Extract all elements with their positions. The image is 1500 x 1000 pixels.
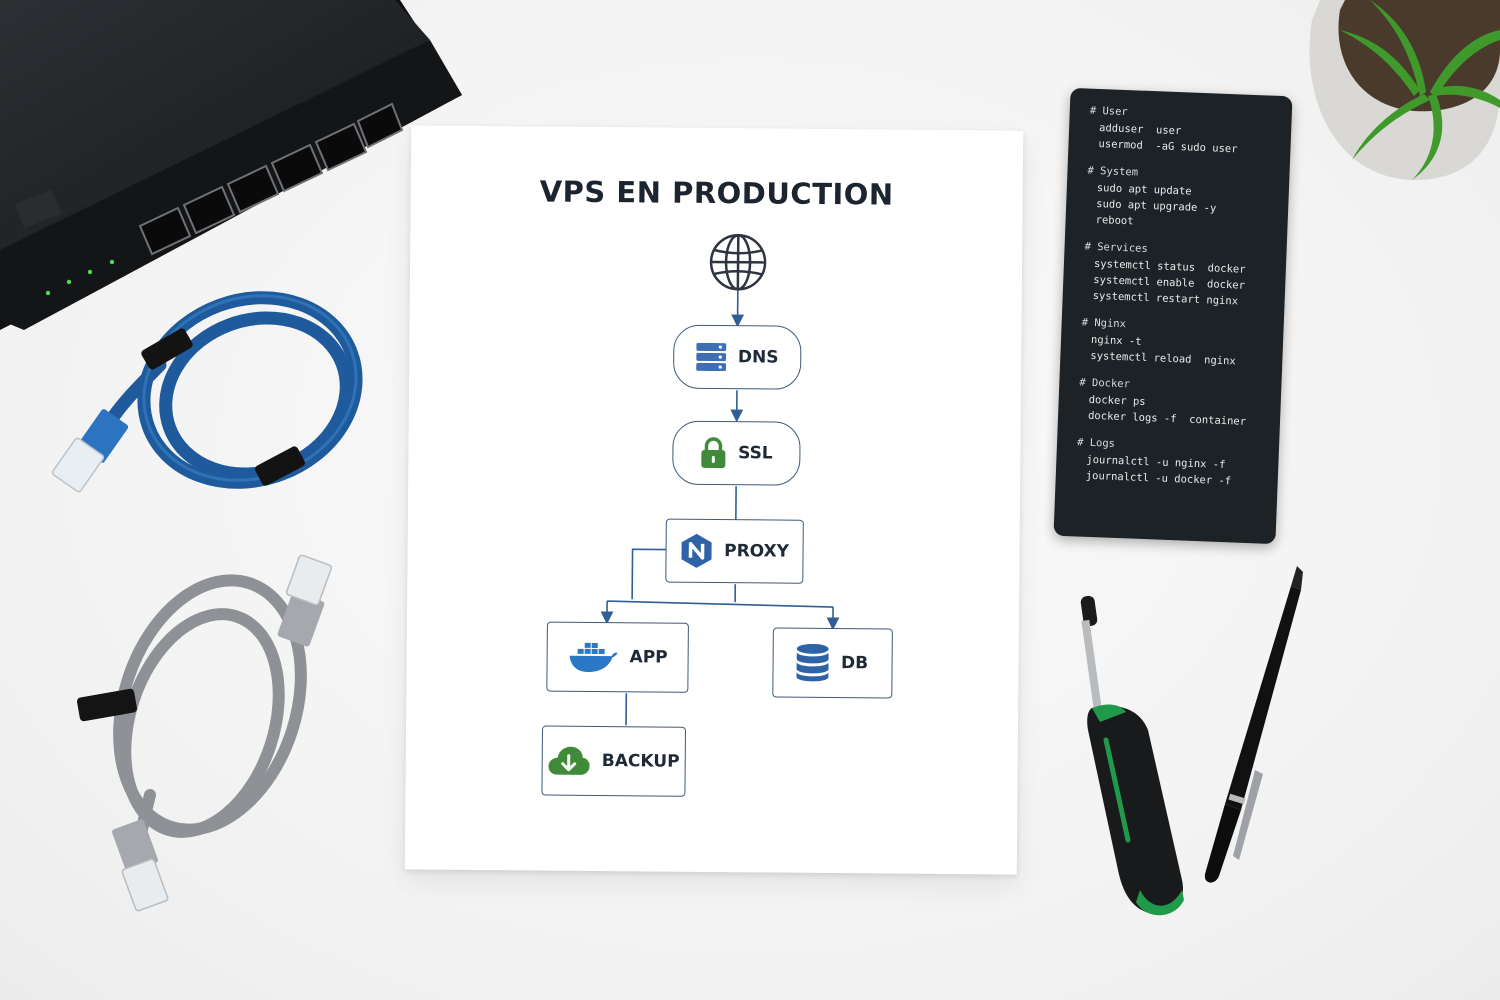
node-proxy: PROXY xyxy=(665,518,804,584)
database-icon xyxy=(796,643,830,682)
node-app-label: APP xyxy=(629,647,668,668)
node-dns: DNS xyxy=(672,324,802,390)
connector-bus xyxy=(607,600,834,608)
docker-whale-icon xyxy=(567,640,618,674)
potted-plant xyxy=(1309,0,1500,181)
cheat-section-system: # System sudo apt update sudo apt upgrad… xyxy=(1085,165,1275,235)
node-db-label: DB xyxy=(840,653,869,674)
cheat-section-nginx: # Nginx nginx -t systemctl reload nginx xyxy=(1080,317,1270,371)
node-backup-label: BACKUP xyxy=(601,751,680,772)
architecture-diagram xyxy=(600,233,840,726)
node-proxy-label: PROXY xyxy=(724,541,790,562)
blue-ethernet-cable xyxy=(51,291,363,493)
node-db: DB xyxy=(772,627,893,699)
cheat-section-user: # User adduser user usermod -aG sudo use… xyxy=(1088,105,1278,159)
node-backup: BACKUP xyxy=(541,725,687,797)
padlock-icon xyxy=(700,437,726,469)
cheat-section-services: # Services systemctl status docker syste… xyxy=(1082,241,1272,311)
connector-proxy-left xyxy=(631,548,666,600)
cheat-section-logs: # Logs journalctl -u nginx -f journalctl… xyxy=(1076,436,1266,490)
node-ssl: SSL xyxy=(672,420,801,486)
node-app: APP xyxy=(546,621,689,693)
globe-icon xyxy=(709,233,767,291)
server-stack-icon xyxy=(695,342,727,372)
node-ssl-label: SSL xyxy=(738,443,773,464)
command-cheat-sheet: # User adduser user usermod -aG sudo use… xyxy=(1053,87,1293,545)
screwdriver xyxy=(1080,595,1184,916)
cloud-download-icon xyxy=(548,745,590,777)
node-dns-label: DNS xyxy=(737,347,779,368)
diagram-paper: VPS EN PRODUCTION xyxy=(404,125,1024,875)
nginx-logo-icon xyxy=(680,533,712,568)
network-switch xyxy=(0,0,462,330)
cheat-section-docker: # Docker docker ps docker logs -f contai… xyxy=(1078,376,1268,430)
pen xyxy=(1204,566,1303,883)
grey-ethernet-cable xyxy=(76,555,333,912)
